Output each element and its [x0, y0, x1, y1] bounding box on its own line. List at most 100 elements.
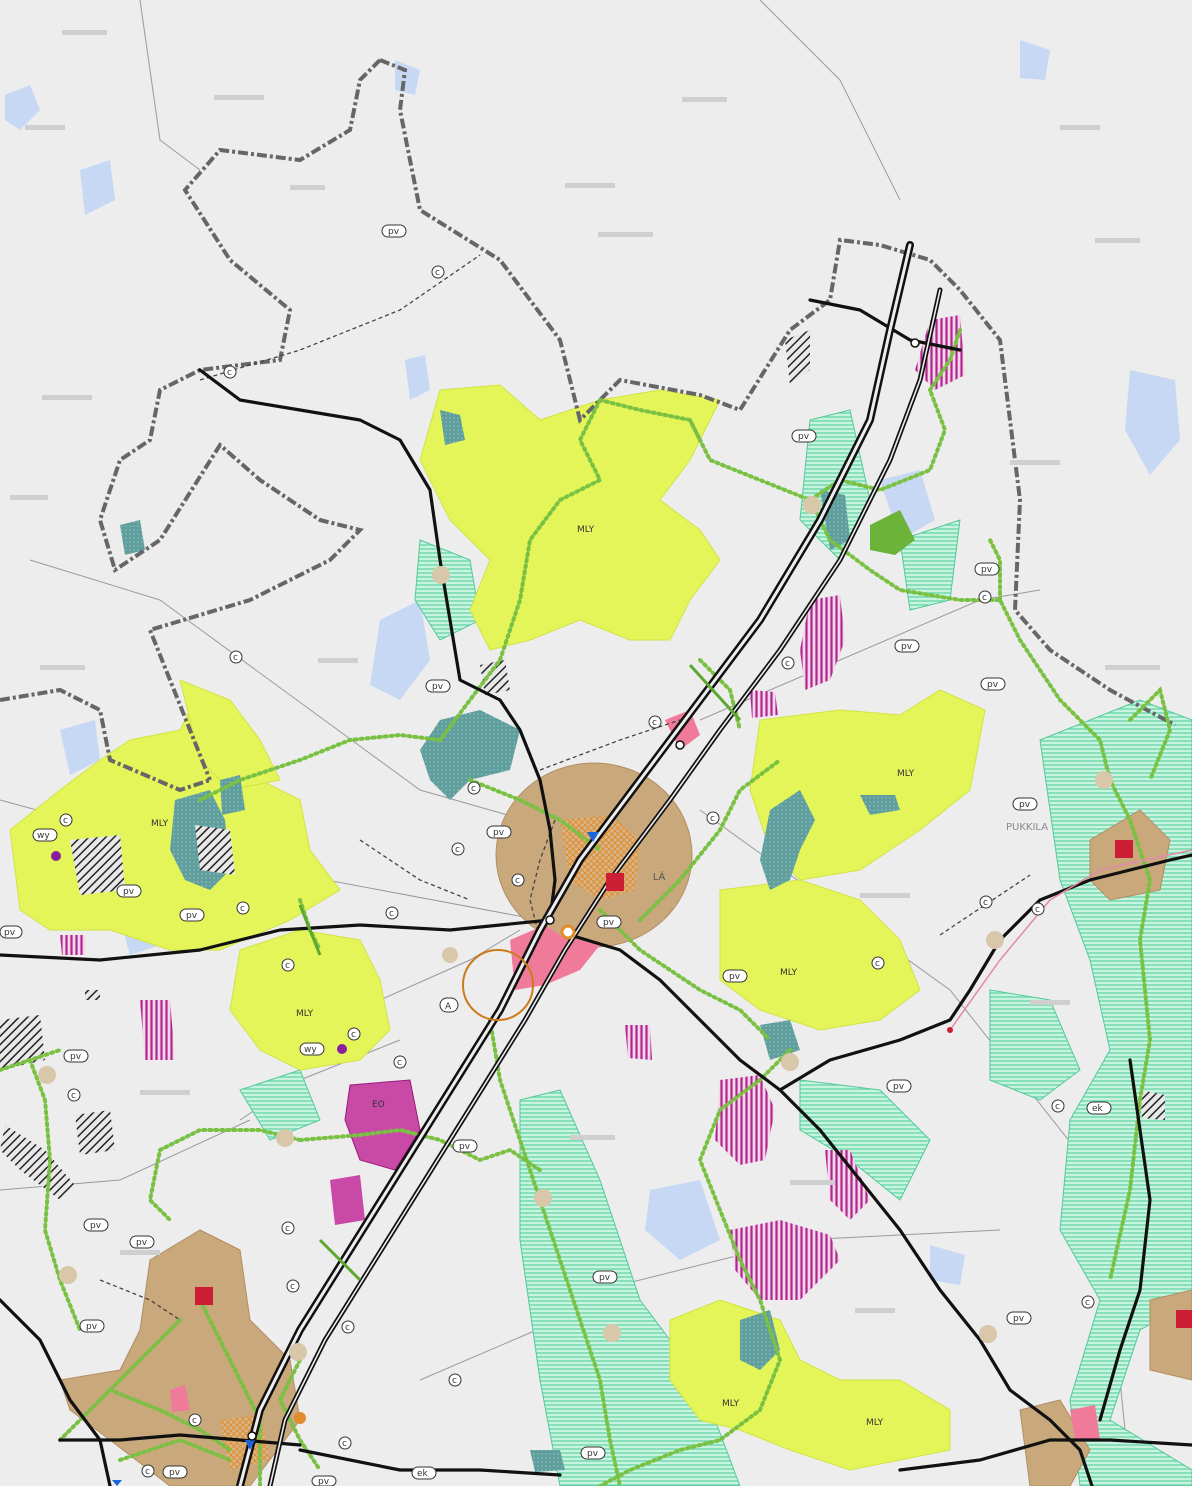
purple-points [51, 851, 347, 1054]
svg-text:c: c [1035, 905, 1040, 915]
pv-badge: pv [116, 884, 142, 898]
mly-label: MLY [866, 1418, 884, 1428]
c-marker: c [448, 1373, 462, 1387]
pv-badge: pv [486, 825, 512, 839]
c-marker: c [347, 1027, 361, 1041]
svg-text:pv: pv [798, 432, 810, 442]
orange-dot [294, 1412, 306, 1424]
svg-text:c: c [982, 593, 987, 603]
eo-area [344, 1079, 421, 1171]
c-marker: c [281, 958, 295, 972]
c-marker: c [1081, 1295, 1095, 1309]
svg-text:pv: pv [729, 972, 741, 982]
recreation-zones [239, 409, 1192, 1486]
svg-text:c: c [1085, 1298, 1090, 1308]
svg-text:c: c [240, 904, 245, 914]
pv-badge: pv [894, 639, 920, 653]
ek-badges: ek ek [411, 1101, 1112, 1480]
magenta-hatched-zones [60, 315, 965, 1300]
pv-badge: pv [311, 1475, 337, 1486]
svg-text:c: c [785, 659, 790, 669]
pv-badge: pv [980, 677, 1006, 691]
pukkila-label: PUKKILA [1006, 822, 1048, 833]
wy-badge: wy [299, 1042, 325, 1056]
svg-text:c: c [233, 653, 238, 663]
c-markers: c c c c c c c c c c c c c c c c c c c c … [59, 265, 1095, 1478]
blue-markers [112, 832, 599, 1486]
service-points [38, 496, 1113, 1361]
pv-badge: pv [580, 1446, 606, 1460]
pv-badges: pv pv pv pv pv pv pv pv pv pv pv pv pv p… [0, 224, 1038, 1486]
pv-badge: pv [791, 429, 817, 443]
mly-label: MLY [151, 819, 169, 829]
pv-badge: pv [722, 969, 748, 983]
c-marker: c [511, 873, 525, 887]
pv-badge: pv [63, 1049, 89, 1063]
pv-badge: pv [886, 1079, 912, 1093]
svg-text:c: c [452, 1376, 457, 1386]
center-markers [195, 840, 1192, 1328]
c-marker: c [467, 781, 481, 795]
svg-text:pv: pv [318, 1477, 330, 1486]
svg-text:pv: pv [987, 680, 999, 690]
svg-text:c: c [397, 1058, 402, 1068]
svg-text:ek: ek [417, 1469, 429, 1479]
svg-text:pv: pv [1019, 800, 1031, 810]
svg-text:c: c [71, 1091, 76, 1101]
svg-text:c: c [145, 1467, 150, 1477]
pink-rail [949, 849, 1192, 1031]
c-marker: c [229, 650, 243, 664]
svg-text:pv: pv [603, 918, 615, 928]
svg-text:c: c [455, 845, 460, 855]
orange-ring [462, 949, 534, 1021]
svg-text:c: c [652, 718, 657, 728]
c-marker: c [338, 1436, 352, 1450]
pv-badge: pv [162, 1465, 188, 1479]
c-marker: c [281, 1221, 295, 1235]
svg-text:c: c [285, 1224, 290, 1234]
c-marker: c [385, 906, 399, 920]
c-marker: c [141, 1464, 155, 1478]
svg-text:pv: pv [599, 1273, 611, 1283]
svg-text:c: c [983, 898, 988, 908]
pv-badge: pv [452, 1139, 478, 1153]
red-point [947, 1027, 953, 1033]
c-marker: c [781, 656, 795, 670]
municipal-border [0, 58, 1176, 793]
ek-badge: ek [411, 1466, 437, 1480]
svg-text:c: c [285, 961, 290, 971]
c-marker: c [188, 1413, 202, 1427]
svg-text:pv: pv [4, 928, 16, 938]
svg-text:c: c [290, 1282, 295, 1292]
c-marker: c [871, 956, 885, 970]
svg-text:pv: pv [86, 1322, 98, 1332]
pv-badge: pv [1012, 797, 1038, 811]
svg-text:pv: pv [1013, 1314, 1025, 1324]
c-marker: c [451, 842, 465, 856]
svg-text:c: c [389, 909, 394, 919]
a-badge: A [439, 997, 459, 1013]
svg-text:pv: pv [432, 682, 444, 692]
pv-badge: pv [179, 908, 205, 922]
svg-text:c: c [63, 816, 68, 826]
green-crossings [298, 663, 742, 1282]
svg-text:c: c [875, 959, 880, 969]
svg-text:pv: pv [90, 1221, 102, 1231]
pv-badge: pv [596, 915, 622, 929]
c-marker: c [223, 365, 237, 379]
svg-text:pv: pv [169, 1468, 181, 1478]
wy-badges: wy wy [32, 828, 325, 1056]
pv-badge: pv [1006, 1311, 1032, 1325]
c-marker: c [341, 1320, 355, 1334]
svg-text:c: c [227, 368, 232, 378]
svg-text:wy: wy [304, 1045, 317, 1055]
mly-label: MLY [577, 525, 595, 535]
dashed-roads [99, 254, 1031, 1321]
c-marker: c [431, 265, 445, 279]
c-marker: c [1051, 1099, 1065, 1113]
svg-text:c: c [351, 1030, 356, 1040]
wy-badge: wy [32, 828, 58, 842]
svg-text:c: c [342, 1439, 347, 1449]
c-marker: c [706, 811, 720, 825]
